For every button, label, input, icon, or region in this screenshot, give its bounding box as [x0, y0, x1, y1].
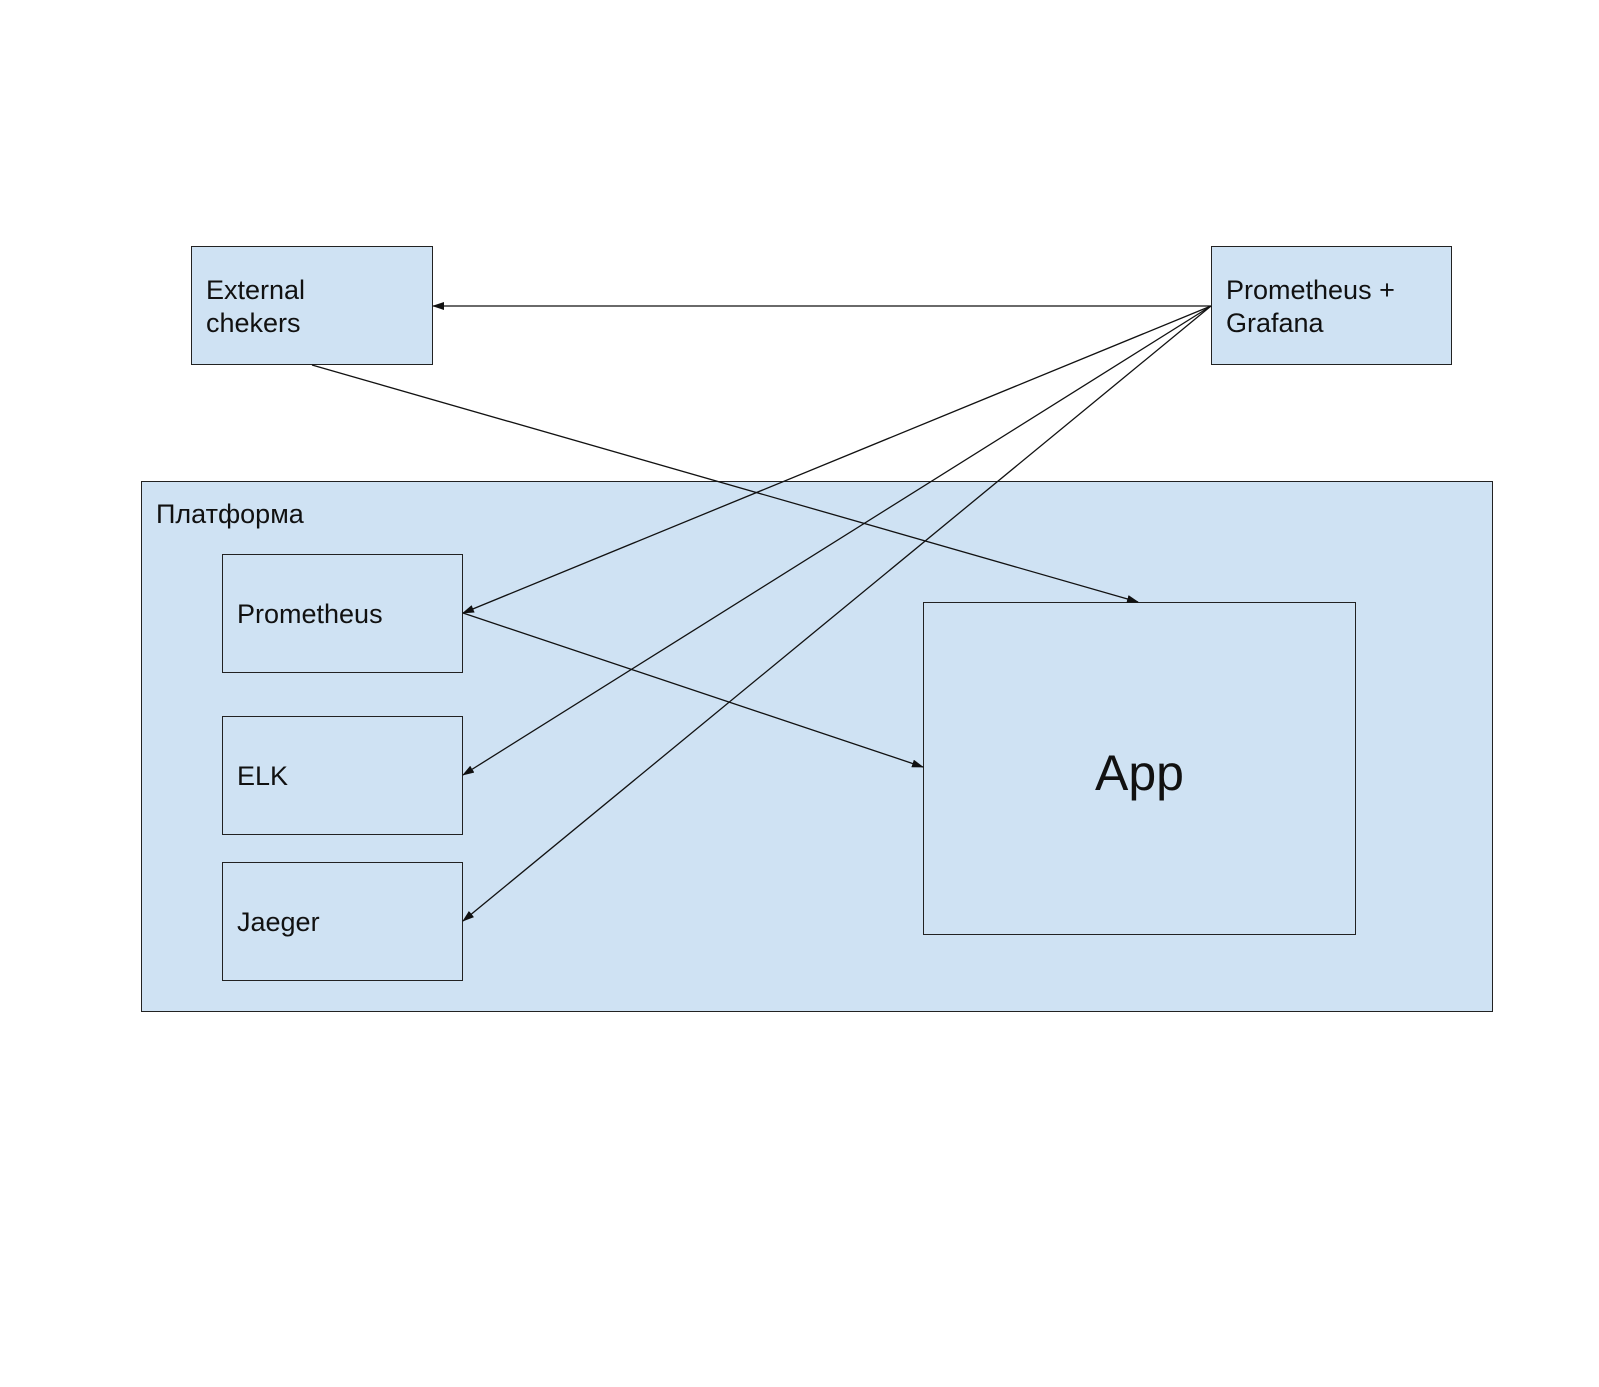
prometheus-node: Prometheus: [222, 554, 463, 673]
elk-label: ELK: [237, 761, 289, 791]
jaeger-node: Jaeger: [222, 862, 463, 981]
platform-label: Платформа: [156, 499, 304, 529]
app-label: App: [1095, 745, 1184, 801]
elk-node: ELK: [222, 716, 463, 835]
app-node: App: [923, 602, 1356, 935]
external-checkers-label: External chekers: [206, 275, 306, 338]
external-checkers-node: External chekers: [191, 246, 433, 365]
prometheus-label: Prometheus: [237, 599, 383, 629]
jaeger-label: Jaeger: [237, 907, 320, 937]
prometheus-grafana-node: Prometheus + Grafana: [1211, 246, 1452, 365]
prometheus-grafana-label: Prometheus + Grafana: [1226, 275, 1395, 338]
